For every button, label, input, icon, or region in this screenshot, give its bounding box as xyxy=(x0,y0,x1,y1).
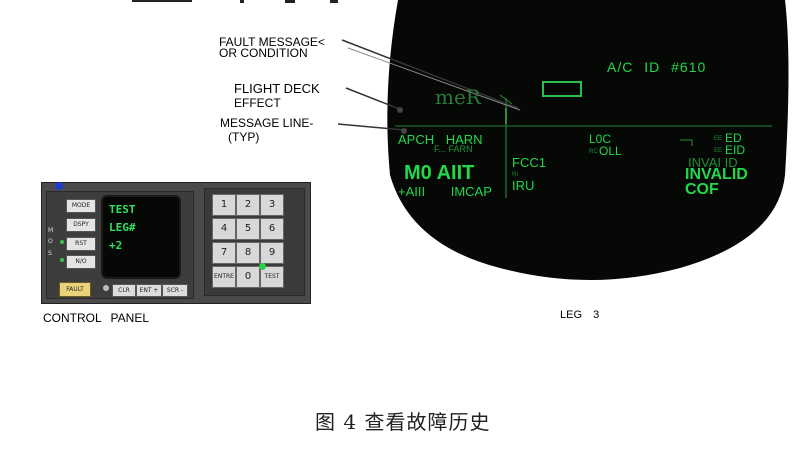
fault-message-label: FAULT MESSAGE< xyxy=(219,35,325,49)
oll-text: OLL xyxy=(599,144,622,158)
dspy-key[interactable]: DSPY xyxy=(66,218,96,232)
fcc1-text: FCC1 xyxy=(512,155,546,170)
aiii-imcap-text: +AIII IMCAP xyxy=(398,184,492,199)
key-3[interactable]: 3 xyxy=(260,194,284,216)
iru-text: IRU xyxy=(512,178,535,193)
top-fragment-dash xyxy=(330,0,338,3)
eid-text: EID xyxy=(725,143,746,157)
oll-prefix-text: RC xyxy=(589,149,598,155)
screen-line-1: TEST xyxy=(109,203,136,216)
leg-label: LEG 3 xyxy=(560,309,600,321)
side-letter-s: S xyxy=(48,250,52,257)
crt-bezel xyxy=(387,0,789,280)
key-test[interactable]: TEST xyxy=(260,266,284,288)
apch-sub-text: F... FARN xyxy=(434,144,473,154)
message-line-typ-label: (TYP) xyxy=(228,130,260,144)
aircraft-id: A/C ID #610 xyxy=(607,59,707,75)
fault-condition-label: OR CONDITION xyxy=(219,46,308,60)
iru-prefix-text: RI xyxy=(512,172,518,178)
figure-caption: 图 4 查看故障历史 xyxy=(315,410,491,434)
pointer-message-line-dot xyxy=(401,128,407,134)
invalid-ghost-text: INVAI ID xyxy=(688,155,738,170)
loc-text: L0C xyxy=(589,132,612,146)
flight-deck-effect-label: EFFECT xyxy=(234,96,281,110)
key-6[interactable]: 6 xyxy=(260,218,284,240)
display-tick xyxy=(680,139,693,146)
screen-line-4: +2 xyxy=(109,239,123,252)
top-fragment-dash xyxy=(240,0,244,3)
rst-key[interactable]: RST xyxy=(66,237,96,251)
mode-key[interactable]: MODE xyxy=(66,199,96,213)
key-8[interactable]: 8 xyxy=(236,242,260,264)
display-box-indicator xyxy=(542,81,582,97)
message-line-label: MESSAGE LINE- xyxy=(220,116,314,130)
panel-screen: TEST LEG# +2 xyxy=(101,195,181,279)
key-7[interactable]: 7 xyxy=(212,242,236,264)
key-1[interactable]: 1 xyxy=(212,194,236,216)
no-key[interactable]: N/O xyxy=(66,255,96,269)
key-5[interactable]: 5 xyxy=(236,218,260,240)
knob-icon xyxy=(103,285,109,291)
flight-deck-label: FLIGHT DECK xyxy=(234,81,320,96)
pointer-flight-deck xyxy=(345,87,403,111)
top-fragment-line xyxy=(132,0,192,2)
key-0[interactable]: 0 xyxy=(236,266,260,288)
scr-minus-key[interactable]: SCR - xyxy=(162,284,188,297)
pointer-flight-deck-dot xyxy=(397,107,403,113)
ed-text: ED xyxy=(725,131,742,145)
no-led xyxy=(60,258,64,262)
apch-harn-text: APCH HARN xyxy=(398,132,483,147)
fault-key[interactable]: FAULT xyxy=(59,282,91,297)
key-4[interactable]: 4 xyxy=(212,218,236,240)
pointer-message-line xyxy=(337,123,405,131)
panel-indicator-light xyxy=(55,182,63,190)
screen-line-3: LEG# xyxy=(109,221,136,234)
key-2[interactable]: 2 xyxy=(236,194,260,216)
moait-text: M0 AIIT xyxy=(404,162,475,184)
side-letter-m: M xyxy=(48,227,54,234)
side-letter-o: O xyxy=(48,238,53,245)
cof-text: COF xyxy=(685,181,719,198)
control-panel-label: CONTROL PANEL xyxy=(43,311,150,325)
eid-prefix-text: EE xyxy=(714,148,723,154)
crt-display xyxy=(387,0,789,280)
test-led xyxy=(259,263,266,270)
key-9[interactable]: 9 xyxy=(260,242,284,264)
clr-key[interactable]: CLR xyxy=(112,284,136,297)
pointer-fault-message xyxy=(341,39,519,109)
ent-plus-key[interactable]: ENT + xyxy=(136,284,162,297)
invalid-text: INVALID xyxy=(685,166,748,183)
key-entre[interactable]: ENTRE xyxy=(212,266,236,288)
pointer-fault-message-2 xyxy=(347,47,521,111)
ed-prefix-text: EE xyxy=(714,136,723,142)
mer-logo-text: meR xyxy=(435,85,481,109)
display-tick xyxy=(499,94,513,105)
top-fragment-dash xyxy=(285,0,295,3)
rst-led xyxy=(60,240,64,244)
